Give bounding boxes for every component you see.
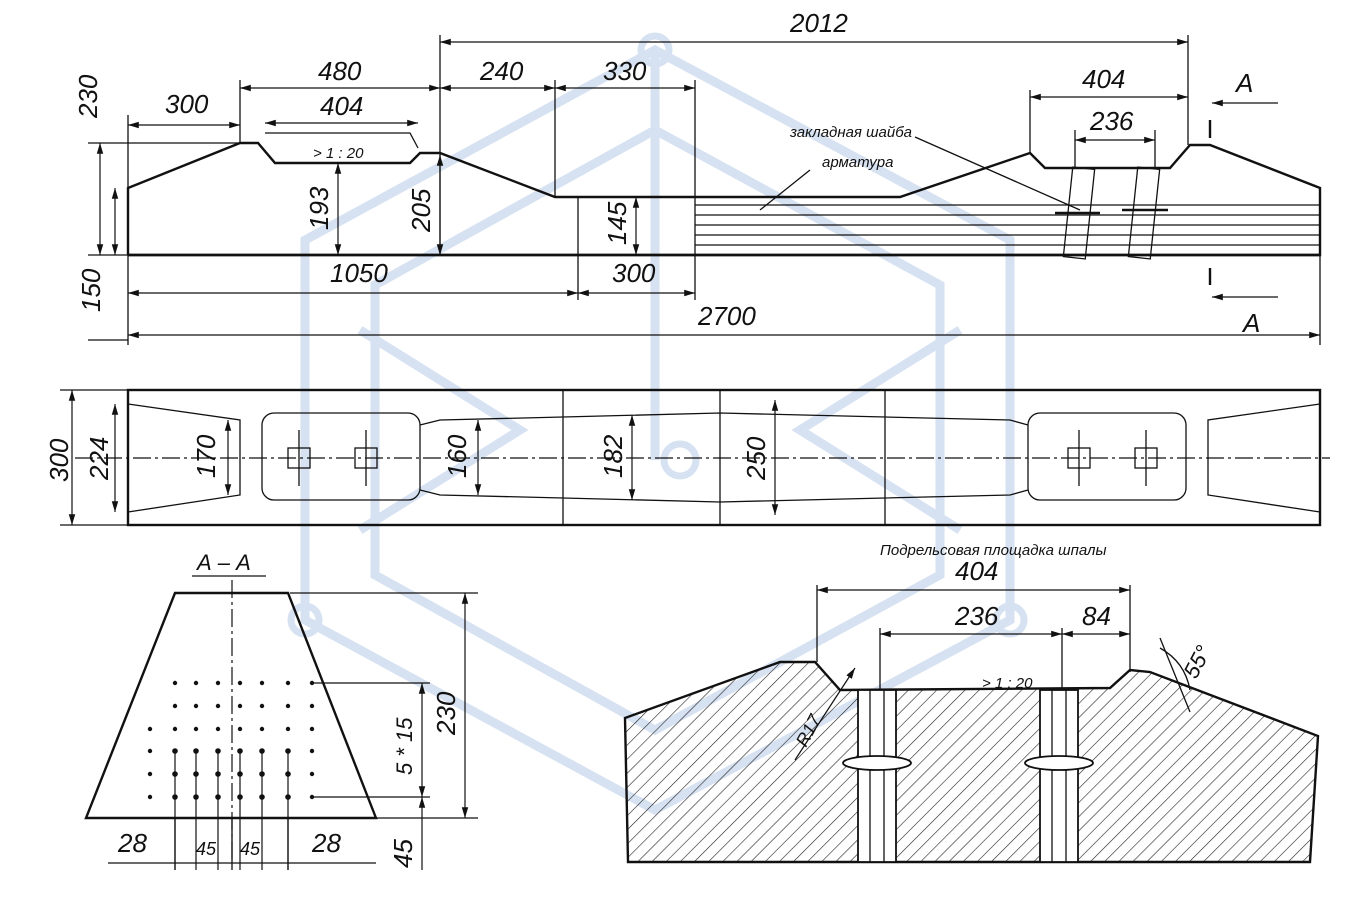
dim-plan-160: 160 — [442, 434, 472, 478]
rail-seat-title: Подрельсовая площадка шпалы — [880, 542, 1107, 559]
rebar-dot — [259, 703, 265, 709]
dim-236: 236 — [1089, 106, 1134, 136]
rebar-dot — [172, 726, 178, 732]
dim-193: 193 — [304, 186, 334, 230]
rebar-label: арматура — [822, 154, 894, 171]
plan-view — [75, 388, 1330, 527]
rebar-dot — [285, 680, 291, 686]
dim-240: 240 — [479, 56, 524, 86]
rebar-dot — [193, 680, 199, 686]
rebar-dot — [309, 748, 315, 754]
section-view — [84, 580, 478, 870]
elevation-dimensions — [88, 35, 1321, 345]
rebar-dots — [147, 680, 315, 870]
dim-404-right: 404 — [1082, 64, 1125, 94]
dim-plan-250: 250 — [741, 436, 771, 481]
dim-150: 150 — [76, 268, 106, 312]
rebar-dot — [172, 703, 178, 709]
rebar-dot — [147, 726, 153, 732]
rebar-dot — [215, 680, 221, 686]
section-title: А – А — [195, 550, 251, 575]
rebar-dot — [193, 726, 199, 732]
dim-plan-170: 170 — [191, 434, 221, 478]
seat-slope-label: > 1 : 20 — [982, 675, 1033, 692]
dim-section-230: 230 — [431, 691, 461, 736]
rebar-dot — [285, 703, 291, 709]
rebar-dot — [215, 703, 221, 709]
rebar-dot — [215, 726, 221, 732]
rebar-dot — [237, 680, 243, 686]
rebar-dot — [147, 748, 153, 754]
rebar-dot — [259, 726, 265, 732]
dim-480: 480 — [318, 56, 362, 86]
dim-section-45-b: 45 — [240, 839, 261, 859]
section-mark-bottom: А — [1241, 308, 1260, 338]
dim-230: 230 — [73, 74, 103, 119]
rebar-dot — [309, 771, 315, 777]
dim-300-bottom: 300 — [612, 258, 656, 288]
rebar-dot — [285, 726, 291, 732]
rebar-washer-label: закладная шайба — [789, 124, 912, 141]
dim-seat-84: 84 — [1082, 601, 1111, 631]
section-mark-top: А — [1234, 68, 1253, 98]
rebar-dot — [147, 794, 153, 800]
dim-1050: 1050 — [330, 258, 388, 288]
dim-section-45: 45 — [388, 839, 418, 868]
dim-404-left: 404 — [320, 91, 363, 121]
dim-rebar-pitch: 5 * 15 — [392, 717, 417, 775]
rebar-dot — [309, 726, 315, 732]
dim-plan-224: 224 — [84, 437, 114, 481]
plan-dimensions — [60, 389, 779, 526]
dim-seat-236: 236 — [954, 601, 999, 631]
rebar-dot — [237, 726, 243, 732]
dim-section-28-right: 28 — [311, 828, 341, 858]
dim-plan-300: 300 — [44, 438, 74, 482]
rebar-dot — [309, 703, 315, 709]
dim-205: 205 — [406, 188, 436, 233]
dim-145: 145 — [602, 201, 632, 245]
angle-label: 55° — [1178, 641, 1216, 682]
rebar-dot — [147, 771, 153, 777]
rail-seat-detail — [623, 585, 1320, 864]
dim-plan-182: 182 — [598, 434, 628, 478]
rebar-dot — [259, 680, 265, 686]
dim-2700: 2700 — [697, 301, 756, 331]
rebar-dot — [237, 703, 243, 709]
dim-section-28-left: 28 — [117, 828, 147, 858]
dim-section-45-a: 45 — [196, 839, 217, 859]
slope-label: > 1 : 20 — [313, 145, 364, 162]
dim-300-top: 300 — [165, 89, 209, 119]
rebar-dot — [172, 680, 178, 686]
rebar-dot — [193, 703, 199, 709]
dim-seat-404: 404 — [955, 556, 998, 586]
dim-330: 330 — [603, 56, 647, 86]
dim-2012: 2012 — [789, 8, 848, 38]
